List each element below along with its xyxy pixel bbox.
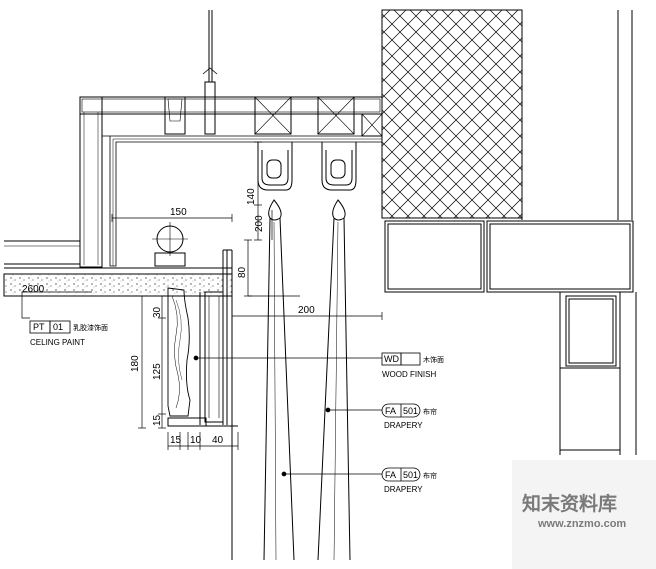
wood-pelmet bbox=[167, 249, 238, 560]
tag-wood-note: 木饰面 bbox=[423, 355, 444, 364]
dim-15: 15 bbox=[152, 414, 163, 426]
tag-wood-finish: WD 木饰面 WOOD FINISH bbox=[381, 352, 444, 379]
dim-30: 30 bbox=[152, 306, 163, 318]
tag-wood-caption: WOOD FINISH bbox=[382, 370, 436, 379]
dim-200-vertical: 200 bbox=[254, 215, 265, 232]
tag-drapery-a-note: 布帘 bbox=[423, 407, 437, 416]
dim-10: 10 bbox=[190, 435, 202, 446]
dim-150: 150 bbox=[170, 207, 187, 218]
tag-ceiling-paint: PT 01 乳胶漆饰面 CELING PAINT bbox=[29, 320, 108, 347]
watermark-url: www.znzmo.com bbox=[537, 518, 626, 530]
tag-drapery-a-number: 501 bbox=[403, 406, 418, 416]
tag-drapery-a-code: FA bbox=[385, 406, 396, 416]
ceiling-height-dim: 2600 bbox=[22, 284, 45, 295]
tag-drapery-b: FA 501 布帘 DRAPERY bbox=[381, 467, 437, 494]
tag-drapery-b-code: FA bbox=[385, 470, 396, 480]
tag-drapery-b-caption: DRAPERY bbox=[384, 485, 423, 494]
tag-ceiling-number: 01 bbox=[53, 322, 63, 332]
ceiling-slab bbox=[3, 240, 233, 297]
tag-ceiling-note: 乳胶漆饰面 bbox=[73, 323, 108, 332]
concrete-wall bbox=[381, 9, 523, 219]
dim-80: 80 bbox=[237, 266, 248, 278]
dim-200-horizontal: 200 bbox=[298, 305, 315, 316]
watermark: 知末资料库 www.znzmo.com bbox=[512, 460, 656, 569]
curtain-track-1 bbox=[257, 142, 295, 561]
tag-drapery-b-note: 布帘 bbox=[423, 471, 437, 480]
tag-ceiling-caption: CELING PAINT bbox=[30, 338, 85, 347]
dim-180: 180 bbox=[130, 355, 141, 372]
light-fixture bbox=[152, 222, 188, 267]
dim-140: 140 bbox=[246, 188, 257, 205]
tag-drapery-a-caption: DRAPERY bbox=[384, 421, 423, 430]
leader-lines bbox=[21, 291, 382, 477]
curtain-track-2 bbox=[317, 142, 357, 561]
tag-drapery-a: FA 501 布帘 DRAPERY bbox=[381, 403, 437, 430]
tag-drapery-b-number: 501 bbox=[403, 470, 418, 480]
tag-wood-code: WD bbox=[384, 354, 399, 364]
dim-15-bottom: 15 bbox=[170, 435, 182, 446]
window-frame bbox=[384, 10, 637, 455]
watermark-title: 知末资料库 bbox=[522, 492, 617, 515]
dim-125: 125 bbox=[152, 363, 163, 380]
dimension-lines bbox=[111, 141, 383, 450]
ceiling-framing bbox=[79, 10, 383, 268]
dim-40: 40 bbox=[212, 435, 224, 446]
tag-ceiling-code: PT bbox=[33, 322, 45, 332]
